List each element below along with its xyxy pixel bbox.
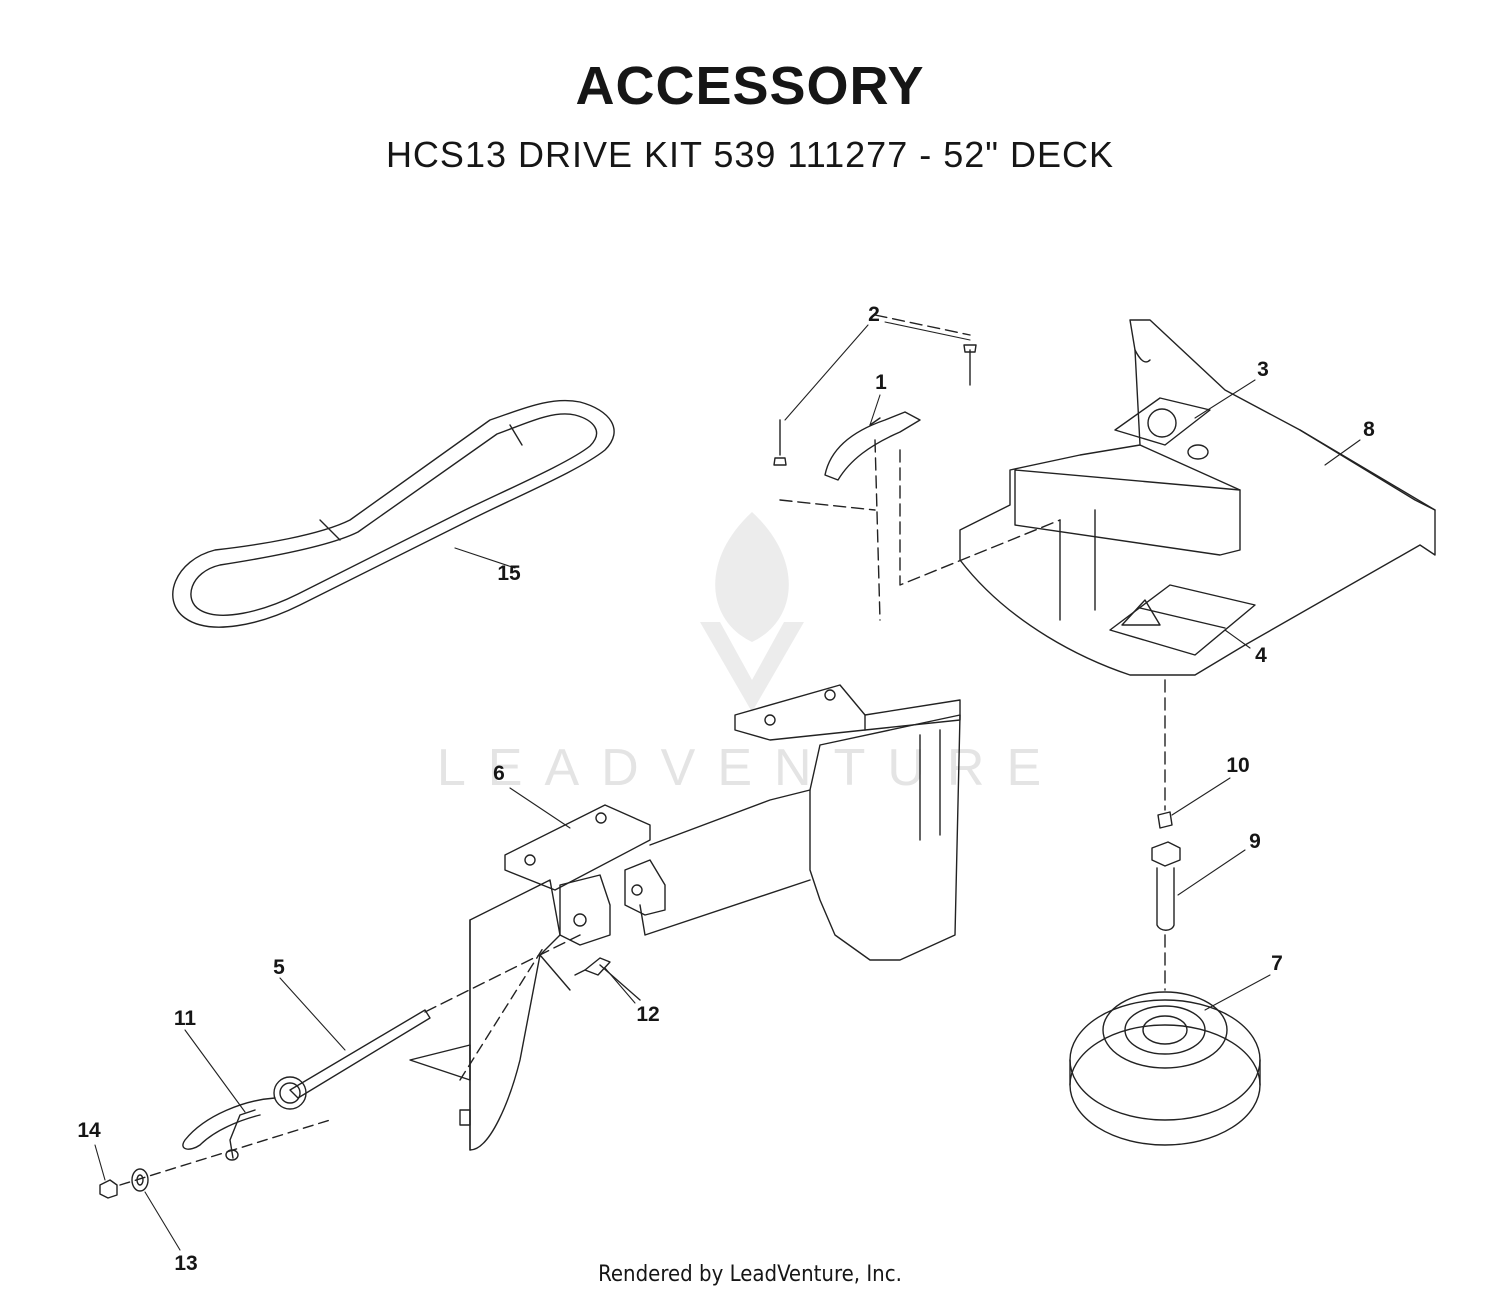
washer-nut-parts-13-14 xyxy=(99,1119,331,1199)
callout-12: 12 xyxy=(636,1003,660,1026)
page-title: ACCESSORY xyxy=(575,56,925,116)
callout-15: 15 xyxy=(497,562,521,585)
lanyard-part-11 xyxy=(182,1076,307,1161)
belt-cover-part-8 xyxy=(959,319,1436,676)
callout-7: 7 xyxy=(1271,952,1283,975)
deck-housing xyxy=(639,684,961,961)
assembly-lines xyxy=(779,314,1166,991)
callout-6: 6 xyxy=(493,762,505,785)
page-subtitle: HCS13 DRIVE KIT 539 111277 - 52" DECK xyxy=(385,134,1115,175)
bracket-part-6 xyxy=(459,804,666,1151)
leader-lines xyxy=(94,321,1361,1251)
callout-9: 9 xyxy=(1249,830,1261,853)
footer-credit: Rendered by LeadVenture, Inc. xyxy=(598,1262,902,1287)
callout-14: 14 xyxy=(77,1119,101,1142)
pulley-part-7 xyxy=(1069,991,1261,1146)
callout-8: 8 xyxy=(1363,418,1375,441)
callout-10: 10 xyxy=(1226,754,1250,777)
nut-spacer-parts-9-10 xyxy=(1151,811,1181,931)
rod-part-5 xyxy=(289,934,581,1099)
clip-part-1 xyxy=(824,411,921,481)
callout-3: 3 xyxy=(1257,358,1269,381)
belt-part-15 xyxy=(172,399,615,628)
callout-13: 13 xyxy=(174,1252,198,1275)
callout-1: 1 xyxy=(875,371,887,394)
callout-2: 2 xyxy=(868,303,880,326)
callout-4: 4 xyxy=(1255,644,1267,667)
callout-5: 5 xyxy=(273,956,285,979)
screw-part-2 xyxy=(773,344,977,466)
callout-11: 11 xyxy=(173,1007,197,1030)
bolt-part-12 xyxy=(574,957,641,1001)
